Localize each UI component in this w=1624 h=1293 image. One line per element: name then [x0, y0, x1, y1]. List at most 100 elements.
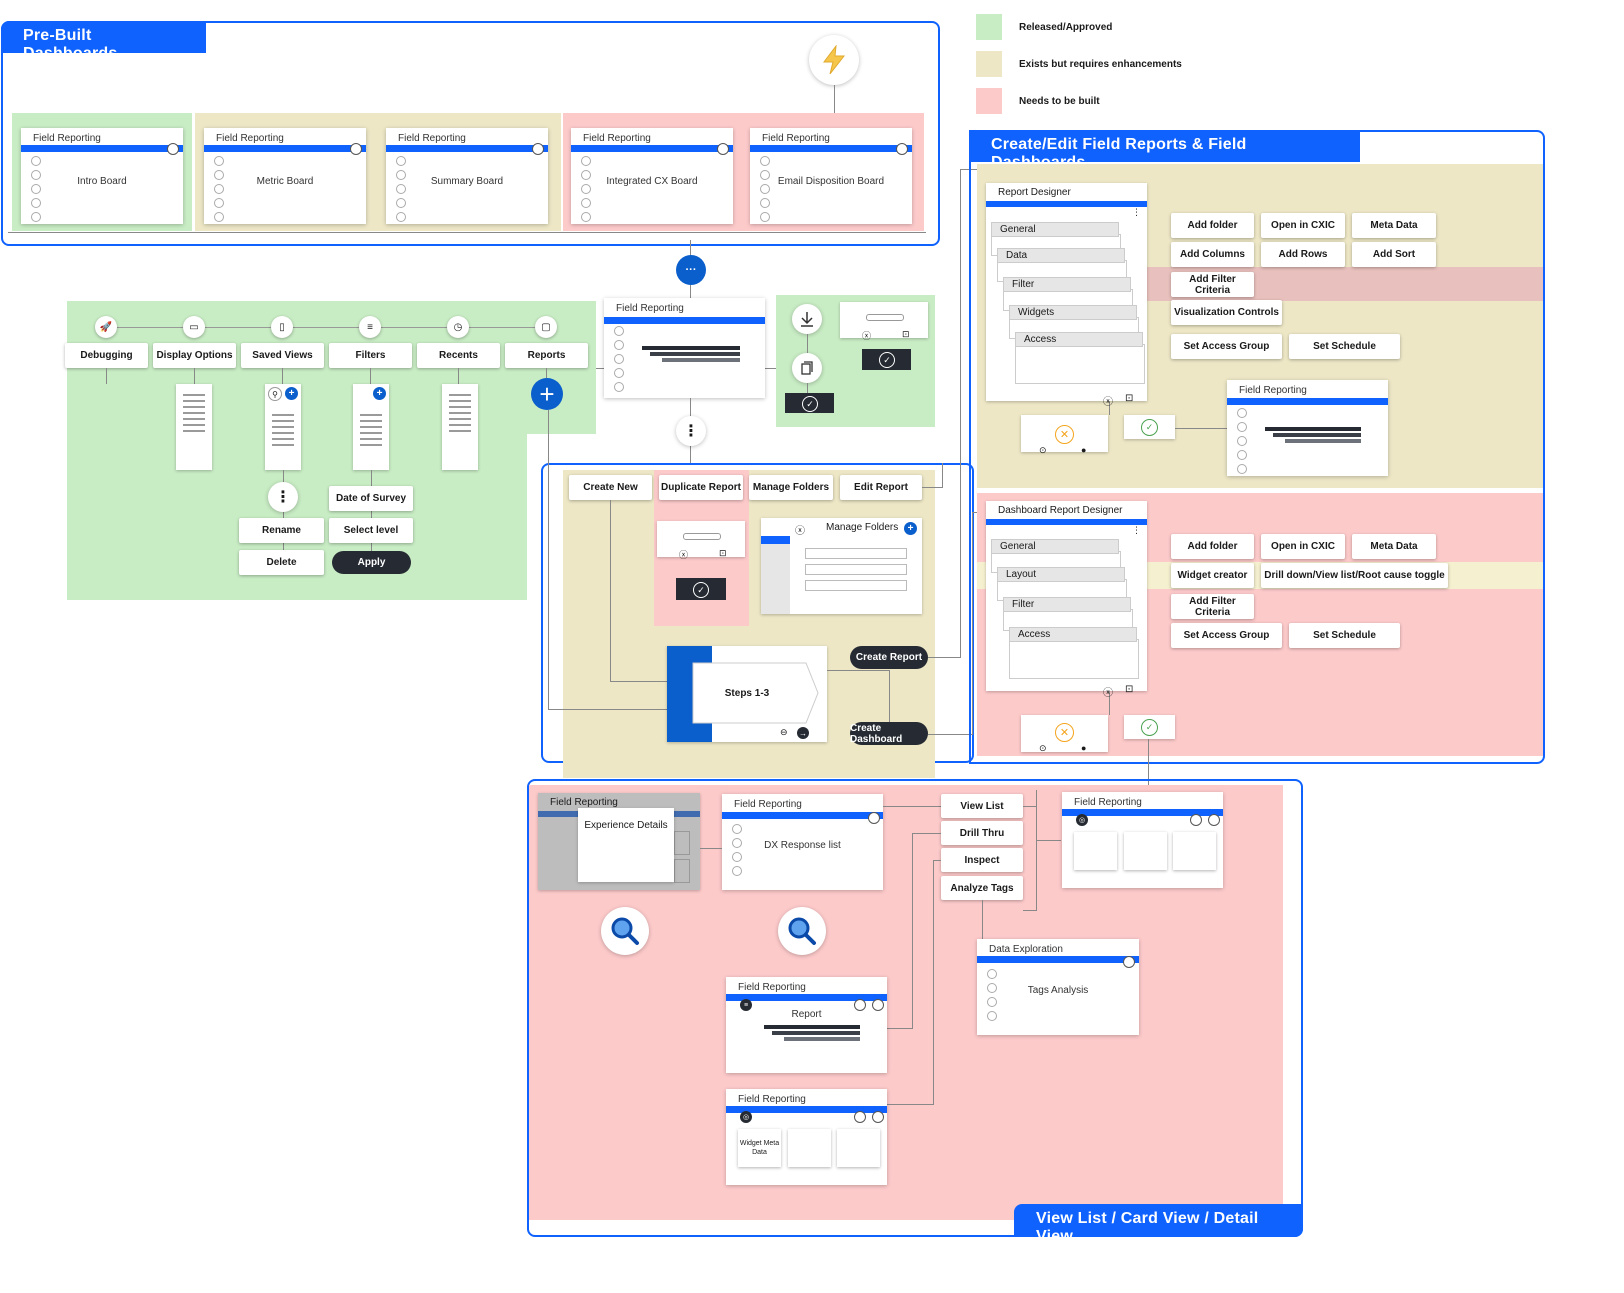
rd-tab-filter[interactable]: Filter: [1003, 277, 1131, 292]
dd-tab-filter[interactable]: Filter: [1003, 597, 1131, 612]
rd-add-rows-button[interactable]: Add Rows: [1261, 242, 1345, 267]
menu-item-saved-views[interactable]: Saved Views: [241, 343, 324, 368]
close-icon[interactable]: ⓧ: [795, 526, 805, 537]
legend-swatch-enhance: [976, 51, 1002, 77]
dd-open-cxic-button[interactable]: Open in CXIC: [1261, 534, 1345, 559]
dd-tab-layout[interactable]: Layout: [997, 567, 1125, 582]
dd-tab-general[interactable]: General: [991, 539, 1119, 554]
rd-add-folder-button[interactable]: Add folder: [1171, 213, 1254, 238]
menu-item-recents[interactable]: Recents: [417, 343, 500, 368]
rd-tab-general[interactable]: General: [991, 222, 1119, 237]
rd-tab-widgets[interactable]: Widgets: [1009, 305, 1137, 320]
dd-drill-down-button[interactable]: Drill down/View list/Root cause toggle: [1261, 563, 1448, 588]
close-icon[interactable]: ⓧ: [1103, 397, 1113, 408]
next-arrow-icon[interactable]: →: [797, 727, 809, 739]
card-menu-icon[interactable]: [532, 143, 544, 155]
confirm-export-button[interactable]: ✓: [862, 349, 911, 370]
menu-item-debugging[interactable]: Debugging: [65, 343, 148, 368]
add-folder-icon[interactable]: +: [904, 522, 917, 535]
close-icon[interactable]: ⓧ: [679, 550, 689, 560]
legend-label-enhance: Exists but requires enhancements: [1019, 59, 1182, 70]
card-view[interactable]: Field Reporting ◎: [1062, 792, 1223, 888]
magnifier-icon[interactable]: [601, 907, 649, 955]
lightning-icon: [809, 35, 859, 85]
rd-add-columns-button[interactable]: Add Columns: [1171, 242, 1254, 267]
save-icon[interactable]: ⊡: [1125, 684, 1134, 695]
dd-meta-data-button[interactable]: Meta Data: [1352, 534, 1436, 559]
close-icon[interactable]: ⓧ: [1103, 688, 1113, 699]
date-of-survey-button[interactable]: Date of Survey: [329, 486, 413, 511]
dashboards-menu-icon[interactable]: ···: [676, 255, 706, 285]
menu-item-reports[interactable]: Reports: [505, 343, 588, 368]
dd-widget-creator-button[interactable]: Widget creator: [1171, 563, 1254, 588]
rd-access-group-button[interactable]: Set Access Group: [1171, 334, 1282, 359]
inspect-button[interactable]: Inspect: [941, 848, 1023, 872]
rd-visualization-button[interactable]: Visualization Controls: [1171, 300, 1282, 325]
save-icon[interactable]: ⊡: [1125, 393, 1134, 404]
apply-button[interactable]: Apply: [332, 551, 411, 574]
widget-view-title: Field Reporting: [738, 1094, 806, 1105]
dd-add-filter-button[interactable]: Add Filter Criteria: [1171, 594, 1254, 619]
create-new-button[interactable]: Create New: [569, 475, 652, 500]
dd-schedule-button[interactable]: Set Schedule: [1289, 623, 1400, 648]
back-arrow-icon[interactable]: ⊖: [780, 727, 788, 737]
saved-views-panel: ⚲ +: [265, 384, 301, 470]
confirm-duplicate-button[interactable]: ✓: [676, 578, 726, 600]
rd-meta-data-button[interactable]: Meta Data: [1352, 213, 1436, 238]
delete-button[interactable]: Delete: [239, 550, 324, 575]
save-icon[interactable]: ⊡: [902, 329, 910, 339]
card-menu-icon[interactable]: [896, 143, 908, 155]
add-view-icon[interactable]: +: [285, 387, 298, 400]
analyze-tags-button[interactable]: Analyze Tags: [941, 876, 1023, 900]
dashboard-card-title: Field Reporting: [398, 133, 466, 144]
menu-item-filters[interactable]: Filters: [329, 343, 412, 368]
more-options-icon[interactable]: ⋮: [268, 482, 298, 512]
drill-thru-button[interactable]: Drill Thru: [941, 821, 1023, 845]
card-menu-icon[interactable]: [717, 143, 729, 155]
dd-tab-access[interactable]: Access: [1009, 627, 1137, 642]
add-filter-icon[interactable]: +: [373, 387, 386, 400]
copy-icon[interactable]: [792, 353, 822, 383]
download-icon[interactable]: [792, 304, 822, 334]
create-dashboard-button[interactable]: Create Dashboard: [850, 722, 928, 745]
rd-open-cxic-button[interactable]: Open in CXIC: [1261, 213, 1345, 238]
menu-item-display-options[interactable]: Display Options: [153, 343, 236, 368]
legend-label-build: Needs to be built: [1019, 96, 1100, 107]
widget-view-card[interactable]: Field Reporting ◎ Widget Meta Data: [726, 1089, 887, 1185]
rd-tab-data[interactable]: Data: [997, 248, 1125, 263]
dashboard-card-title: Field Reporting: [33, 133, 101, 144]
duplicate-report-button[interactable]: Duplicate Report: [659, 475, 743, 500]
add-report-icon[interactable]: +: [531, 378, 563, 410]
experience-card-title: Field Reporting: [550, 797, 618, 808]
save-icon[interactable]: ⊡: [719, 548, 727, 558]
rd-add-sort-button[interactable]: Add Sort: [1352, 242, 1436, 267]
magnifier-icon[interactable]: [778, 907, 826, 955]
dd-access-group-button[interactable]: Set Access Group: [1171, 623, 1282, 648]
create-report-button[interactable]: Create Report: [850, 646, 928, 669]
report-card[interactable]: Field Reporting: [604, 298, 765, 398]
dashboard-card-label: Intro Board: [77, 176, 127, 187]
search-icon[interactable]: ⚲: [268, 387, 282, 401]
close-icon[interactable]: ⓧ: [862, 331, 872, 341]
manage-folders-button[interactable]: Manage Folders: [749, 475, 833, 500]
rd-add-filter-button[interactable]: Add Filter Criteria: [1171, 272, 1254, 297]
card-menu-icon[interactable]: [167, 143, 179, 155]
edit-report-button[interactable]: Edit Report: [840, 475, 922, 500]
rd-schedule-button[interactable]: Set Schedule: [1289, 334, 1400, 359]
select-level-button[interactable]: Select level: [329, 518, 413, 543]
report-view-card[interactable]: Field Reporting ≡ Report: [726, 977, 887, 1073]
card-menu-icon[interactable]: [350, 143, 362, 155]
report-more-icon[interactable]: ⋮: [676, 416, 706, 446]
rename-button[interactable]: Rename: [239, 518, 324, 543]
data-exploration-card[interactable]: Data Exploration Tags Analysis: [977, 939, 1139, 1035]
rd-tab-access[interactable]: Access: [1015, 332, 1143, 347]
dd-add-folder-button[interactable]: Add folder: [1171, 534, 1254, 559]
view-list-button[interactable]: View List: [941, 794, 1023, 818]
confirm-copy-button[interactable]: ✓: [785, 393, 834, 413]
dx-response-card[interactable]: Field Reporting DX Response list: [722, 794, 883, 890]
